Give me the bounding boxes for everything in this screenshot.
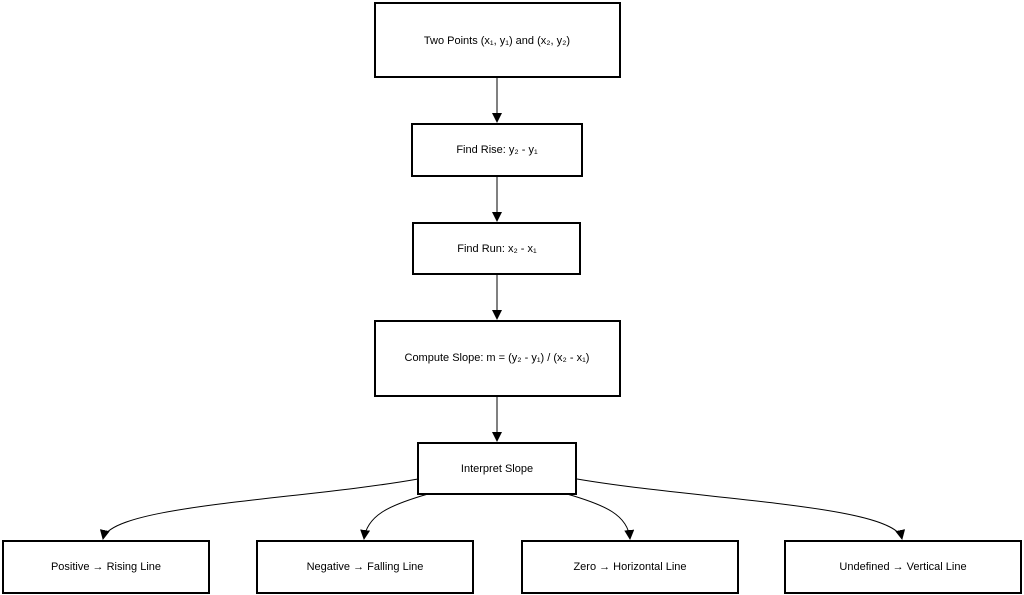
node-interpret-slope: Interpret Slope	[417, 442, 577, 495]
node-compute-slope-label: Compute Slope: m = (y₂ - y₁) / (x₂ - x₁)	[405, 352, 590, 364]
node-negative: Negative → Falling Line	[256, 540, 474, 594]
edges	[99, 77, 906, 540]
node-find-rise-label: Find Rise: y₂ - y₁	[456, 144, 538, 156]
node-positive-label: Positive → Rising Line	[51, 561, 161, 573]
edge-interpret-to-negative	[360, 493, 429, 540]
edge-interpret-to-positive	[99, 478, 419, 540]
edge-interpret-to-zero	[566, 493, 635, 540]
node-two-points: Two Points (x₁, y₁) and (x₂, y₂)	[374, 2, 621, 78]
node-positive: Positive → Rising Line	[2, 540, 210, 594]
node-find-rise: Find Rise: y₂ - y₁	[411, 123, 583, 177]
node-negative-label: Negative → Falling Line	[307, 561, 424, 573]
node-undefined-label: Undefined → Vertical Line	[839, 561, 966, 573]
node-find-run: Find Run: x₂ - x₁	[412, 222, 581, 275]
node-find-run-label: Find Run: x₂ - x₁	[457, 243, 537, 255]
node-two-points-label: Two Points (x₁, y₁) and (x₂, y₂)	[424, 35, 570, 47]
edge-interpret-to-undefined	[576, 478, 906, 540]
node-interpret-slope-label: Interpret Slope	[461, 463, 533, 475]
node-zero: Zero → Horizontal Line	[521, 540, 739, 594]
node-compute-slope: Compute Slope: m = (y₂ - y₁) / (x₂ - x₁)	[374, 320, 621, 397]
node-undefined: Undefined → Vertical Line	[784, 540, 1022, 594]
node-zero-label: Zero → Horizontal Line	[573, 561, 686, 573]
